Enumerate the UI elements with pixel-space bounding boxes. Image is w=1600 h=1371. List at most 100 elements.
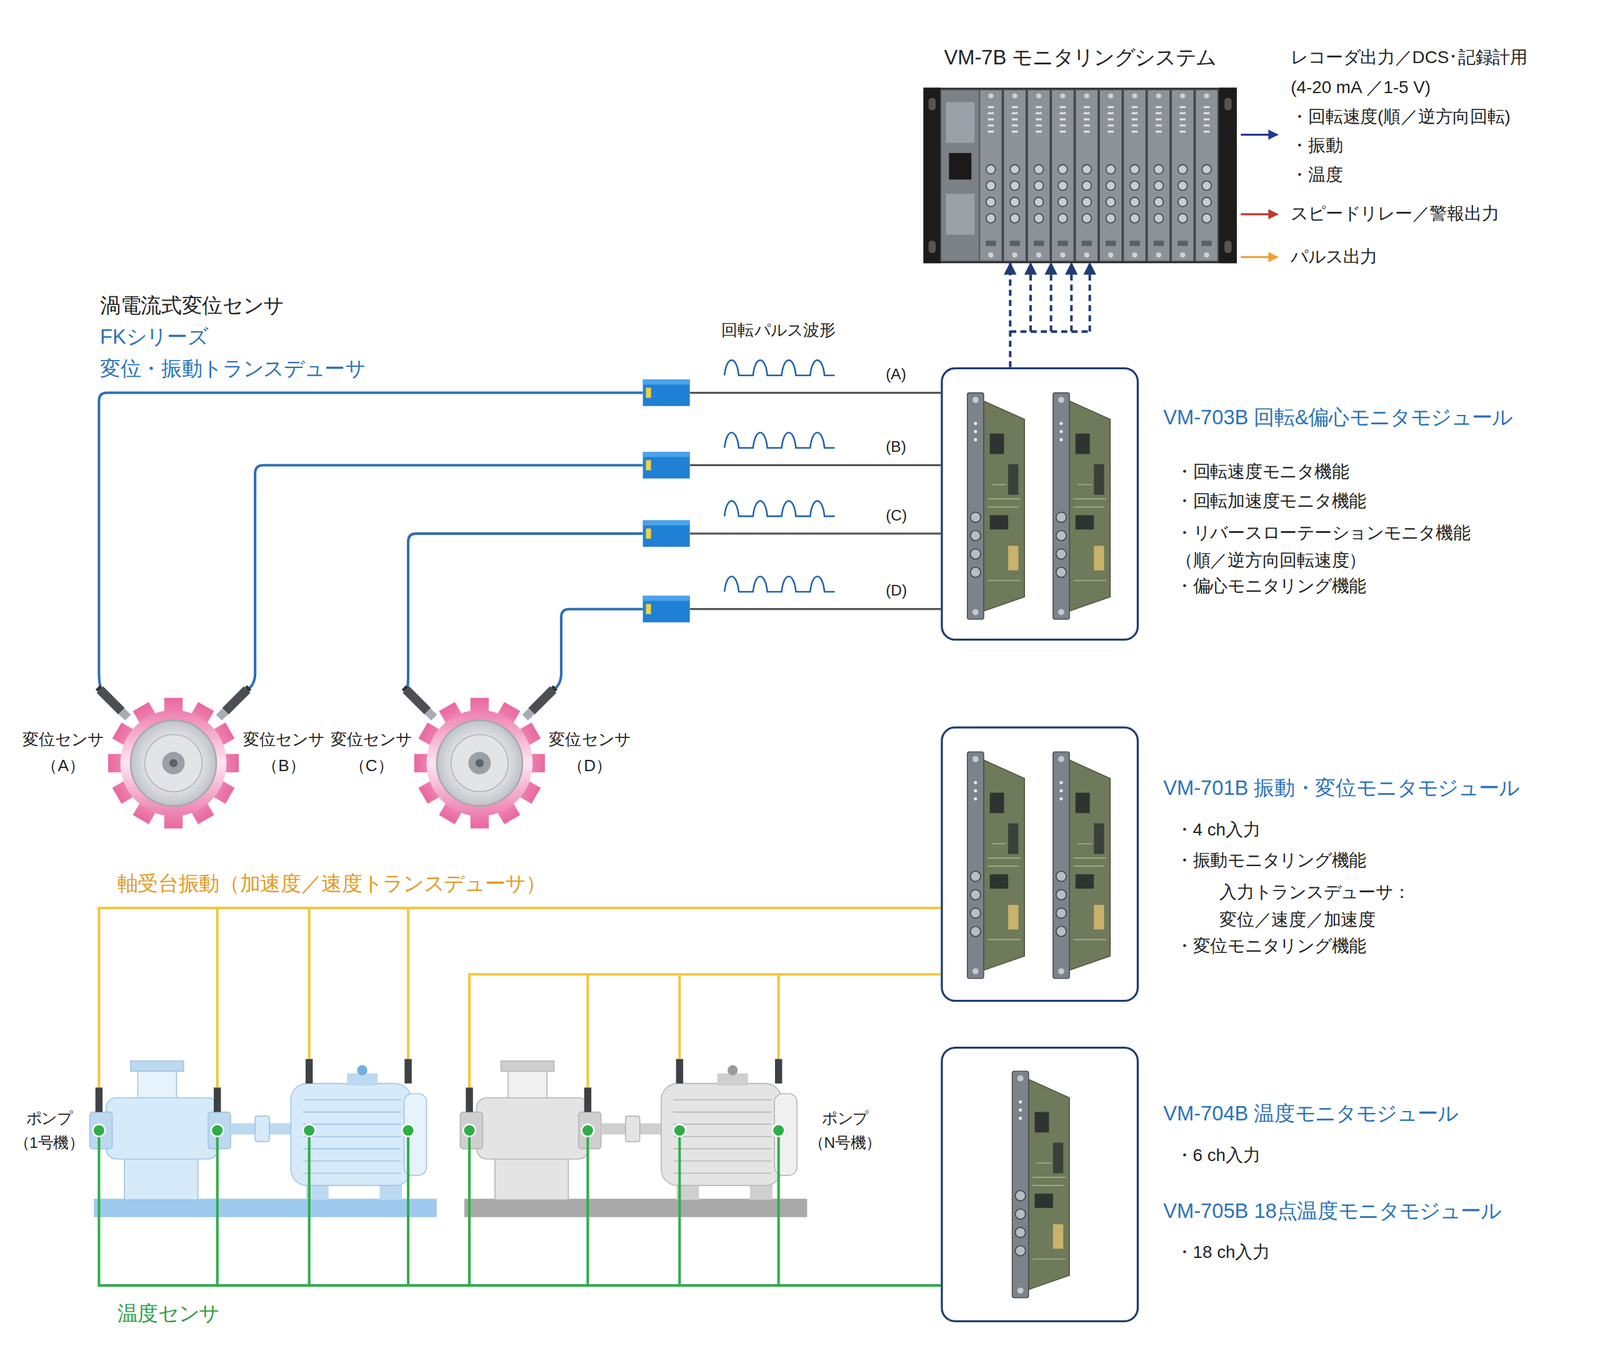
vibration-wires	[586, 974, 589, 1088]
module-card-photos	[967, 393, 1111, 1299]
temperature-wires	[678, 1130, 681, 1286]
monitoring-rack-drawing	[940, 90, 980, 262]
transducers	[643, 451, 690, 479]
pulse-output: パルス出力	[1290, 245, 1378, 270]
channel-tag: (A)	[885, 363, 907, 385]
output-arrows	[1240, 133, 1278, 136]
monitoring-rack-drawing	[1003, 90, 1027, 262]
sensor-label: 変位センサ （A）	[17, 726, 110, 779]
vibration-wires	[678, 974, 681, 1060]
monitoring-rack-drawing	[923, 87, 942, 264]
monitoring-rack-drawing	[1195, 90, 1219, 262]
monitoring-rack-drawing	[1224, 98, 1232, 111]
module-box: VM-701B 振動・変位モニタモジュール・4 ch入力・振動モニタリング機能入…	[940, 726, 1139, 1002]
output-item: ・振動	[1290, 133, 1343, 159]
feature-item: ・4 ch入力	[1175, 818, 1261, 843]
module-card-photos	[1053, 393, 1110, 620]
temperature-points	[303, 1124, 316, 1137]
monitoring-rack-drawing	[928, 98, 936, 111]
probe-cables	[98, 393, 643, 692]
sensor-label: 変位センサ （D）	[543, 726, 636, 779]
temperature-points	[673, 1124, 687, 1137]
monitoring-rack-drawing	[979, 90, 1002, 262]
monitoring-rack-drawing	[945, 101, 975, 143]
temperature-sensor-caption: 温度センサ	[117, 1298, 220, 1328]
module-card-photos	[1053, 751, 1110, 979]
temperature-wires	[216, 1130, 219, 1286]
dashed-arrow	[1070, 263, 1073, 332]
transducers	[643, 520, 690, 547]
temperature-points	[93, 1124, 785, 1137]
temperature-wires	[468, 1130, 471, 1286]
monitoring-rack-drawing	[923, 87, 1237, 264]
series-name: FKシリーズ	[100, 322, 208, 352]
pumps	[90, 1059, 437, 1218]
gears	[108, 698, 545, 829]
feature-item: ・振動モニタリング機能	[1175, 848, 1367, 874]
output-arrows	[1240, 213, 1278, 215]
module-card-photos	[1012, 1071, 1070, 1298]
temperature-wires	[777, 1130, 780, 1286]
temperature-wires	[98, 1130, 941, 1286]
dashed-arrow	[1088, 263, 1092, 332]
signal-wires	[690, 532, 942, 535]
feature-item: ・18 ch入力	[1175, 1240, 1270, 1265]
feature-item: ・偏心モニタリング機能	[1175, 574, 1367, 599]
pumps	[460, 1059, 807, 1218]
displacement-probes	[521, 684, 559, 722]
module-card-photos	[967, 751, 1025, 979]
output-arrows	[1240, 256, 1278, 259]
transducers	[643, 379, 690, 406]
output-item: ・回転速度(順／逆方向回転)	[1290, 105, 1511, 130]
monitoring-rack-drawing	[1051, 90, 1074, 262]
dashed-arrow	[1008, 263, 1012, 368]
monitoring-rack-drawing	[1219, 87, 1237, 264]
vibration-wires	[308, 908, 311, 1060]
signal-wires	[690, 608, 942, 610]
monitoring-rack-drawing	[1224, 240, 1232, 254]
pulse-waveforms	[724, 360, 835, 592]
output-heading: レコーダ出力／DCS･記録計用	[1290, 45, 1528, 70]
channel-tag: (B)	[885, 435, 907, 457]
channel-tag: (D)	[885, 579, 907, 601]
probe-cables	[551, 609, 643, 692]
monitoring-rack-drawing	[1123, 90, 1147, 262]
output-range: (4-20 mA ／1-5 V)	[1290, 75, 1431, 100]
feature-item: ・回転速度モニタ機能	[1175, 460, 1350, 485]
temperature-points	[93, 1124, 106, 1137]
monitoring-rack-drawing	[1027, 90, 1050, 262]
module-title: VM-704B 温度モニタモジュール	[1163, 1098, 1459, 1128]
probe-cables	[406, 533, 643, 691]
probe-cables	[98, 393, 643, 692]
displacement-probes	[94, 684, 132, 722]
probe-cables	[245, 465, 643, 691]
monitoring-rack: VM-7B モニタリングシステム	[923, 87, 1237, 264]
dashed-arrow	[1050, 263, 1053, 332]
displacement-probes	[215, 684, 253, 722]
monitoring-rack-drawing	[928, 240, 936, 254]
module-title: VM-701B 振動・変位モニタモジュール	[1163, 773, 1520, 803]
monitoring-rack-drawing	[923, 87, 1237, 264]
temperature-wires	[98, 1130, 941, 1286]
relay-output: スピードリレー／警報出力	[1290, 201, 1499, 227]
transducer-name: 変位・振動トランスデューサ	[100, 354, 365, 384]
dashed-arrow	[1010, 263, 1090, 368]
feature-item: ・変位モニタリング機能	[1175, 935, 1367, 960]
pulse-waveforms	[724, 501, 835, 517]
monitoring-rack-drawing	[1075, 90, 1099, 262]
pumps	[90, 1059, 808, 1218]
pump-label: ポンプ （N号機）	[804, 1106, 887, 1155]
pulse-waveforms	[724, 576, 835, 592]
output-arrows	[1240, 135, 1278, 258]
module-card-photos	[967, 393, 1025, 620]
module-box: VM-703B 回転&偏心モニタモジュール・回転速度モニタ機能・回転加速度モニタ…	[940, 367, 1139, 642]
vibration-wires	[777, 974, 780, 1060]
temperature-wires	[308, 1130, 311, 1286]
sensor-label: 変位センサ （B）	[237, 726, 330, 779]
monitoring-rack-drawing	[945, 193, 975, 235]
temperature-wires	[406, 1130, 410, 1286]
temperature-points	[211, 1124, 224, 1137]
signal-wires	[690, 393, 942, 610]
module-title: VM-705B 18点温度モニタモジュール	[1163, 1196, 1502, 1226]
transducers	[643, 595, 690, 622]
